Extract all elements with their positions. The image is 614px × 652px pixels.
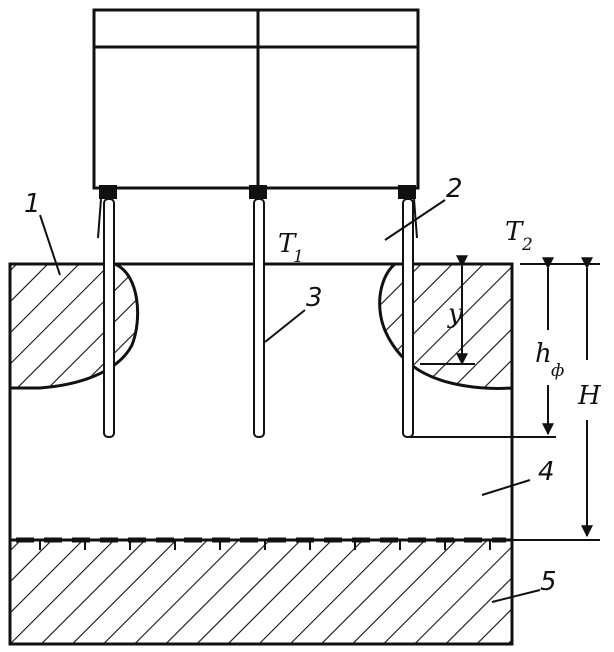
building-block bbox=[92, 8, 420, 190]
svg-text:h: h bbox=[535, 339, 552, 369]
svg-text:T: T bbox=[505, 217, 524, 247]
svg-text:ф: ф bbox=[551, 361, 564, 381]
label-5: 5 bbox=[540, 567, 557, 597]
label-T2: T 2 bbox=[505, 217, 533, 255]
label-hf: h ф bbox=[535, 339, 564, 381]
pile-cap-left bbox=[99, 185, 117, 199]
frozen-zone-left bbox=[8, 262, 140, 390]
bedrock-ticks bbox=[39, 540, 491, 550]
label-1: 1 bbox=[24, 189, 41, 219]
dimension-y bbox=[420, 255, 475, 366]
pile-left bbox=[103, 198, 115, 438]
pile-center bbox=[253, 198, 265, 438]
svg-text:2: 2 bbox=[521, 235, 533, 255]
label-4: 4 bbox=[538, 457, 555, 487]
label-T1: T 1 bbox=[278, 229, 304, 267]
pile-cap-right bbox=[398, 185, 416, 199]
dimension-H bbox=[512, 257, 600, 541]
bedrock-layer bbox=[8, 537, 514, 646]
svg-text:T: T bbox=[278, 229, 297, 259]
svg-text:1: 1 bbox=[293, 247, 304, 267]
label-2: 2 bbox=[446, 174, 463, 204]
piles bbox=[103, 198, 414, 438]
leader-lines bbox=[39, 199, 541, 603]
label-H: H bbox=[577, 381, 602, 411]
label-y: y bbox=[447, 299, 463, 329]
pile-cap-center bbox=[249, 185, 267, 199]
pile-right bbox=[402, 198, 414, 438]
label-3: 3 bbox=[306, 283, 323, 313]
frozen-zone-right bbox=[378, 262, 514, 390]
